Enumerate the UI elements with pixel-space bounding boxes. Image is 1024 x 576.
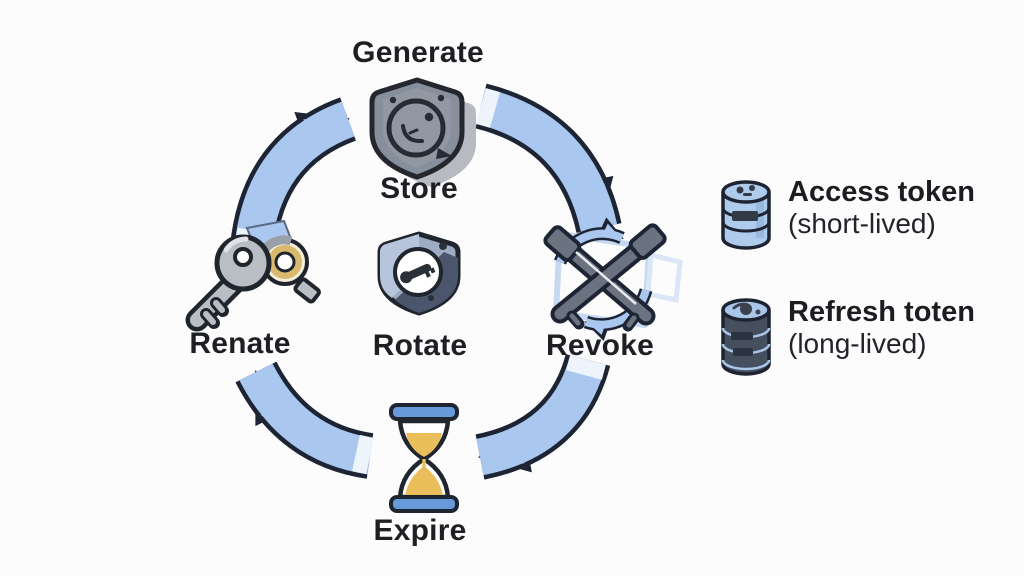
shield-emblem-icon (369, 77, 476, 187)
legend-item-refresh-token: Refresh toten (long-lived) (718, 298, 1008, 382)
label-rotate: Rotate (372, 329, 468, 362)
legend-subtitle: (short-lived) (788, 208, 936, 239)
label-generate: Generate (352, 36, 484, 69)
coin-stack-light-icon (721, 180, 771, 250)
arrow-expire-to-renate (235, 361, 374, 479)
legend-text: Access token (short-lived) (788, 178, 975, 238)
label-renate: Renate (189, 327, 291, 360)
legend: Access token (short-lived) Refresh toten… (718, 178, 1008, 382)
label-expire: Expire (373, 514, 467, 547)
legend-title: Refresh toten (788, 296, 975, 328)
double-keys-icon (185, 219, 321, 332)
label-store: Store (380, 172, 458, 205)
crossed-keys-cycle-icon (543, 217, 683, 342)
legend-text: Refresh toten (long-lived) (788, 298, 975, 358)
label-revoke: Revoke (546, 329, 654, 362)
legend-title: Access token (788, 176, 975, 208)
arrow-revoke-to-expire (475, 353, 611, 480)
legend-item-access-token: Access token (short-lived) (718, 178, 1008, 254)
arrow-generate-to-revoke (474, 83, 622, 234)
legend-subtitle: (long-lived) (788, 328, 927, 359)
hourglass-icon (389, 403, 459, 513)
shield-key-icon (377, 231, 461, 316)
coin-stack-dark-icon (721, 298, 771, 376)
